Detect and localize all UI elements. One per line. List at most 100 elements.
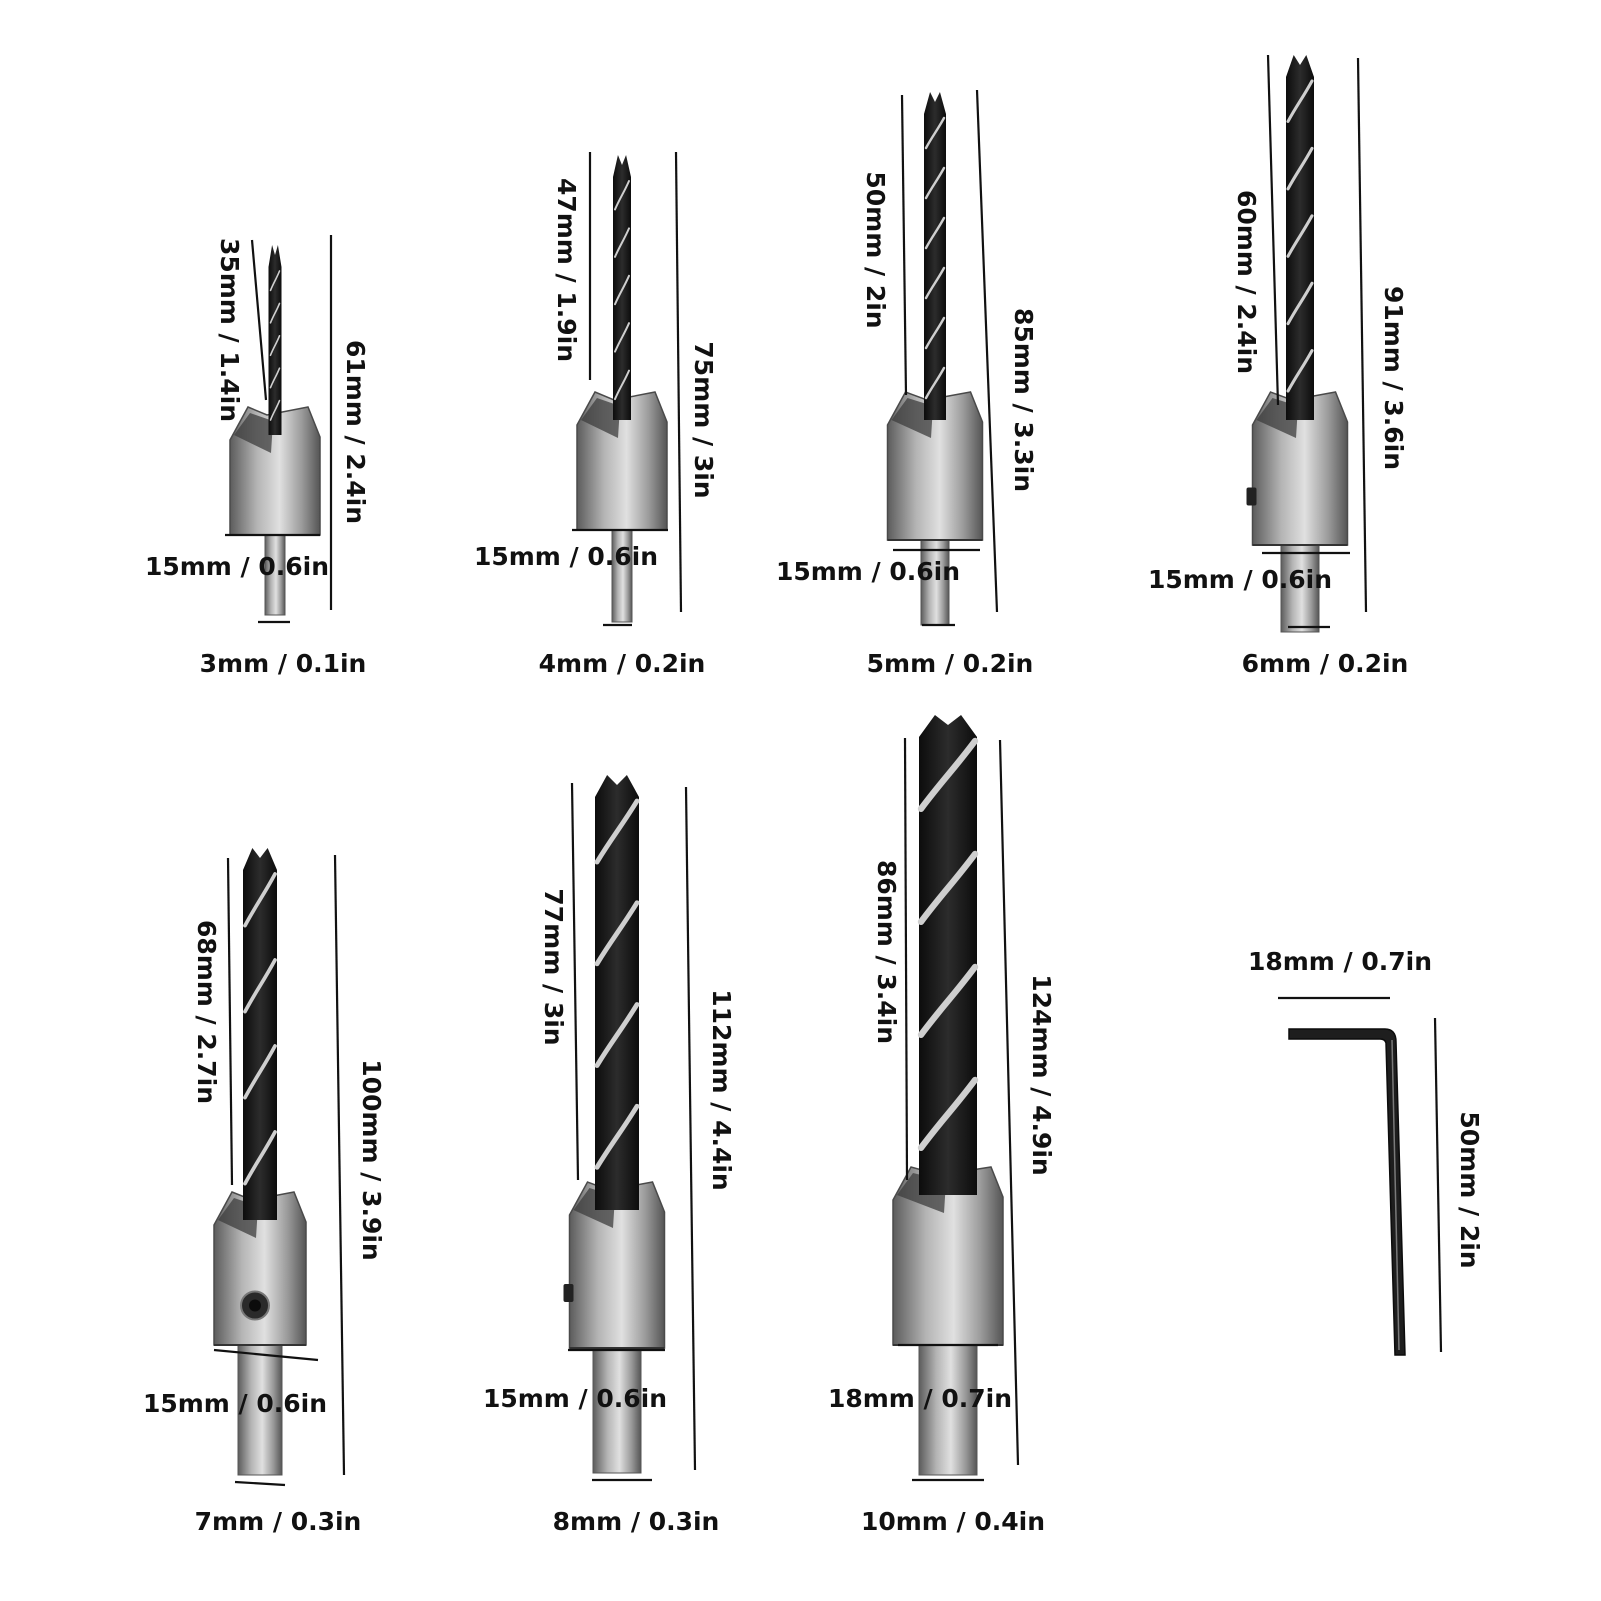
flute-body-5 [243,848,277,1220]
drill-bit-5: 68mm / 2.7in 100mm / 3.9in 15mm / 0.6in 7mm… [143,848,386,1536]
flute-length-label-3: 50mm / 2in [861,171,890,328]
hex-key-group: 18mm / 0.7in 50mm / 2in [1248,947,1484,1356]
shank-diameter-label-7: 10mm / 0.4in [861,1507,1045,1536]
flute-spiral-highlight-2 [614,180,630,211]
flute-length-label-7: 86mm / 3.4in [872,860,901,1044]
flute-length-line-3 [900,94,908,396]
total-length-line-7 [998,739,1020,1466]
collar-cutting-edge-2 [581,398,620,438]
collar-cutting-edge-1 [234,413,273,453]
total-length-label-1: 61mm / 2.4in [341,340,370,524]
shank-diameter-label-5: 7mm / 0.3in [195,1507,362,1536]
flute-spiral-highlight-1 [269,335,281,357]
flute-spiral-highlight-6 [594,1002,640,1068]
flute-body-2 [613,155,631,420]
shank-5 [237,1342,283,1476]
flute-spiral-highlight-3 [924,116,946,150]
flute-length-label-1: 35mm / 1.4in [215,238,244,422]
shank-6 [592,1345,642,1474]
drill-bit-3: 50mm / 2in 85mm / 3.3in 15mm / 0.6in 5mm / … [776,89,1038,678]
drill-bit-1: 35mm / 1.4in 61mm / 2.4in 15mm / 0.6in 3mm … [145,235,370,678]
flute-spiral-highlight-7 [917,737,979,812]
flute-spiral-highlight-4 [1286,79,1314,123]
flute-length-label-6: 77mm / 3in [539,888,568,1045]
shank-diameter-label-1: 3mm / 0.1in [200,649,367,678]
total-length-label-3: 85mm / 3.3in [1009,308,1038,492]
hex-key-length-label: 50mm / 2in [1455,1111,1484,1268]
flute-spiral-highlight-4 [1286,349,1314,393]
hex-key-length-line [1433,1017,1443,1353]
hex-key-highlight [1391,1039,1400,1351]
flute-spiral-highlight-4 [1286,214,1314,258]
countersink-diameter-label-3: 15mm / 0.6in [776,557,960,586]
flute-spiral-highlight-5 [243,958,277,1014]
flute-spiral-highlight-6 [594,900,640,967]
flute-spiral-highlight-7 [917,1076,979,1151]
countersink-diameter-label-6: 15mm / 0.6in [483,1384,667,1413]
countersink-diameter-label-4: 15mm / 0.6in [1148,565,1332,594]
flute-length-label-4: 60mm / 2.4in [1232,190,1261,374]
flute-spiral-highlight-1 [269,367,281,389]
total-length-label-2: 75mm / 3in [689,341,718,498]
shank-diameter-label-3: 5mm / 0.2in [867,649,1034,678]
total-length-line-3 [975,89,999,613]
drill-bits: 35mm / 1.4in 61mm / 2.4in 15mm / 0.6in 3mm … [143,54,1409,1536]
total-length-line-5 [333,854,346,1476]
countersink-diameter-label-7: 18mm / 0.7in [828,1384,1012,1413]
flute-body-7 [919,715,977,1195]
set-screw-4 [1246,487,1257,506]
flute-spiral-highlight-6 [594,798,640,865]
flute-length-label-2: 47mm / 1.9in [552,178,581,362]
shank-diameter-label-6: 8mm / 0.3in [553,1507,720,1536]
flute-length-line-6 [570,782,580,1181]
total-length-line-6 [684,786,697,1471]
set-screw-6 [563,1284,574,1302]
shank-diameter-label-4: 6mm / 0.2in [1242,649,1409,678]
shank-diameter-label-2: 4mm / 0.2in [539,649,706,678]
flute-spiral-highlight-1 [269,302,281,324]
flute-spiral-highlight-6 [594,1103,640,1170]
drill-bit-4: 60mm / 2.4in 91mm / 3.6in 15mm / 0.6in 6mm … [1148,54,1409,678]
flute-spiral-highlight-7 [917,963,979,1038]
flute-spiral-highlight-2 [614,369,630,401]
flute-spiral-highlight-7 [917,850,979,925]
drill-bit-2: 47mm / 1.9in 75mm / 3in 15mm / 0.6in 4mm / … [474,151,718,678]
total-length-label-7: 124mm / 4.9in [1027,974,1056,1175]
flute-spiral-highlight-3 [924,366,946,400]
drill-bit-6: 77mm / 3in 112mm / 4.4in 15mm / 0.6in 8mm /… [483,775,736,1536]
flute-spiral-highlight-5 [243,1130,277,1186]
hex-key-width-label: 18mm / 0.7in [1248,947,1432,976]
hex-key [1288,1028,1406,1356]
set-screw-socket-5 [249,1299,261,1312]
flute-length-line-4 [1266,54,1280,406]
shank-7 [918,1342,978,1476]
flute-length-line-1 [250,239,268,401]
flute-spiral-highlight-5 [243,1044,277,1100]
total-length-line-2 [674,151,683,613]
flute-spiral-highlight-3 [924,216,946,250]
total-length-label-4: 91mm / 3.6in [1379,286,1408,470]
shank-diameter-line-5 [234,1480,286,1487]
total-length-line-4 [1356,57,1368,613]
flute-spiral-highlight-3 [924,316,946,350]
flute-spiral-highlight-1 [269,270,281,292]
flute-length-line-7 [903,737,909,1181]
total-length-label-6: 112mm / 4.4in [707,989,736,1190]
flute-spiral-highlight-4 [1286,146,1314,191]
countersink-diameter-line-5 [213,1348,319,1362]
total-length-label-5: 100mm / 3.9in [357,1059,386,1260]
flute-length-line-5 [226,857,234,1186]
flute-spiral-highlight-2 [614,227,630,258]
countersink-diameter-label-5: 15mm / 0.6in [143,1389,327,1418]
flute-body-6 [595,775,639,1210]
countersink-diameter-label-1: 15mm / 0.6in [145,552,329,581]
flute-spiral-highlight-4 [1286,281,1314,326]
countersink-diameter-label-2: 15mm / 0.6in [474,542,658,571]
flute-spiral-highlight-5 [243,872,277,928]
flute-body-1 [268,245,282,435]
collar-cutting-edge-3 [891,398,933,438]
flute-spiral-highlight-2 [614,274,630,306]
flute-length-label-5: 68mm / 2.7in [192,920,221,1104]
flute-spiral-highlight-2 [614,322,630,353]
